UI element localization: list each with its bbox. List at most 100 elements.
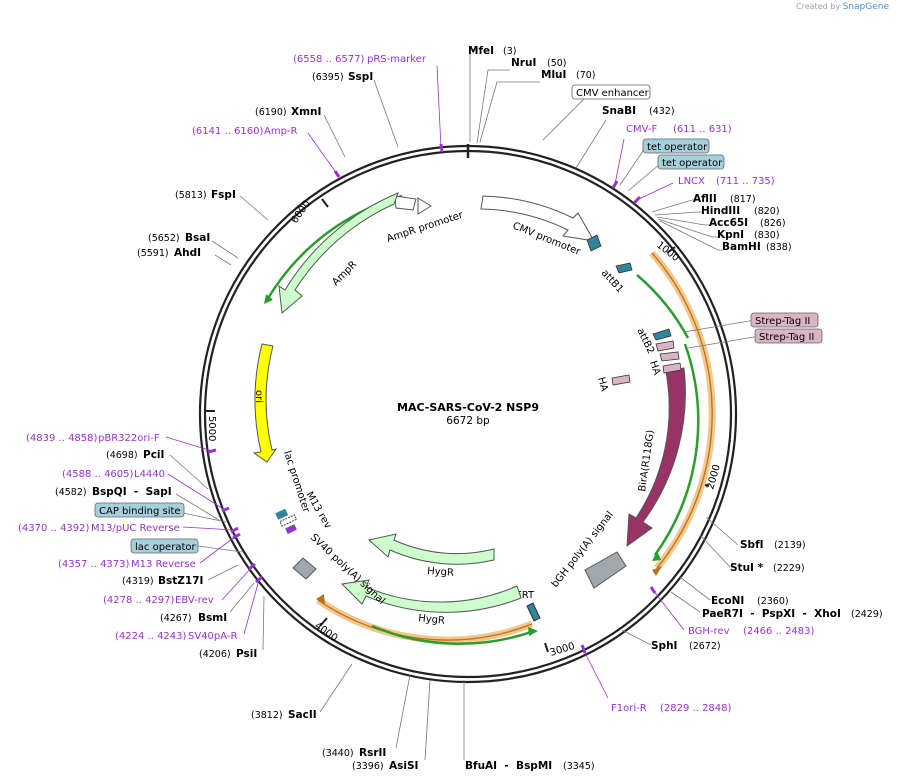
primer-ampr: Amp-R xyxy=(264,126,298,137)
enzyme-sspi-pos: (6395) xyxy=(312,72,344,83)
primer-ebvrev-range: (4278 .. 4297) xyxy=(103,595,175,606)
enzyme-pcii: PciI xyxy=(143,449,164,461)
ampr-label: AmpR xyxy=(330,259,359,288)
hygr-outer-label: HygR xyxy=(418,613,446,627)
sv40-polya[interactable] xyxy=(292,557,317,580)
enzyme-bspqi-pos: (4582) xyxy=(55,487,87,498)
enzyme-pcii-pos: (4698) xyxy=(106,450,138,461)
box-strep-tag-2: Strep-Tag II xyxy=(759,332,814,343)
enzyme-ahdi: AhdI xyxy=(174,247,201,259)
enzyme-paer7i-pos: (2429) xyxy=(851,609,883,620)
enzyme-aflii: AflII xyxy=(693,193,717,205)
enzyme-asisi-pos: (3396) xyxy=(352,761,384,772)
primer-labels: (6558 .. 6577) pRS-marker (6141 .. 6160)… xyxy=(18,54,815,714)
enzyme-psii: PsiI xyxy=(236,648,257,660)
enzyme-nrui: NruI xyxy=(511,57,536,69)
ori-label: ori xyxy=(253,390,264,403)
enzyme-snabi: SnaBI xyxy=(602,105,636,117)
enzyme-paer7i: PaeR7I - PspXI - XhoI xyxy=(702,608,841,620)
enzyme-bsmi: BsmI xyxy=(198,612,227,624)
enzyme-bamhi-pos: (838) xyxy=(766,242,792,253)
primer-lncx-range: (711 .. 735) xyxy=(716,176,775,187)
enzyme-econi-pos: (2360) xyxy=(757,596,789,607)
plasmid-name: MAC-SARS-CoV-2 NSP9 xyxy=(397,401,539,414)
ha-feature-1[interactable] xyxy=(662,362,682,374)
enzyme-acc65i-pos: (826) xyxy=(760,218,786,229)
enzyme-bsai: BsaI xyxy=(185,232,210,244)
primer-leaders xyxy=(165,65,685,699)
snapgene-credit: Created by SnapGene xyxy=(796,2,889,12)
ori-feature[interactable] xyxy=(252,343,278,463)
attb1-feature[interactable] xyxy=(615,262,633,274)
credit-prefix: Created by xyxy=(796,2,841,11)
enzyme-rsrii: RsrII xyxy=(359,747,386,759)
enzyme-bfuai: BfuAI - BspMI xyxy=(465,760,552,772)
frt-label: FRT xyxy=(516,590,535,601)
primer-l4440: L4440 xyxy=(134,469,165,480)
lac-region-marks xyxy=(275,508,298,534)
primer-sv40par-range: (4224 .. 4243) xyxy=(115,631,187,642)
enzyme-acc65i: Acc65I xyxy=(709,217,748,229)
ampr-promoter-label: AmpR promoter xyxy=(386,210,466,245)
enzyme-kpni-pos: (830) xyxy=(754,230,780,241)
primer-bghrev: BGH-rev xyxy=(688,626,730,637)
primer-m13puc: M13/pUC Reverse xyxy=(91,523,180,534)
enzyme-econi: EcoNI xyxy=(711,595,744,607)
ha-label-1: HA xyxy=(647,360,662,377)
ampr-arrow[interactable] xyxy=(278,192,399,314)
enzyme-xmni: XmnI xyxy=(291,106,321,118)
primer-ampr-range: (6141 .. 6160) xyxy=(192,126,264,137)
bira-feature[interactable] xyxy=(626,367,686,548)
bira-label: BirA(R118G) xyxy=(637,429,657,492)
enzyme-sphi-pos: (2672) xyxy=(689,641,721,652)
enzyme-bsmi-pos: (4267) xyxy=(160,613,192,624)
box-cmv-enhancer: CMV enhancer xyxy=(576,88,650,99)
primer-f1orir-range: (2829 .. 2848) xyxy=(660,703,732,714)
primer-sv40par: SV40pA-R xyxy=(188,631,237,642)
enzyme-mfei: MfeI xyxy=(468,45,494,57)
boxed-labels: CMV enhancer tet operator tet operator S… xyxy=(94,84,823,554)
orange-arcs xyxy=(316,250,716,644)
plasmid-length: 6672 bp xyxy=(446,415,490,427)
box-tet-operator-1: tet operator xyxy=(647,142,708,153)
enzyme-mlui: MluI xyxy=(541,69,566,81)
enzyme-bfuai-pos: (3345) xyxy=(563,761,595,772)
ha-feature-2[interactable] xyxy=(611,374,631,386)
enzyme-snabi-pos: (432) xyxy=(649,106,675,117)
attb2-feature[interactable] xyxy=(652,328,680,362)
primer-pbr322orif-range: (4839 .. 4858) xyxy=(26,433,98,444)
enzyme-sphi: SphI xyxy=(651,640,677,652)
enzyme-sacii: SacII xyxy=(288,709,317,721)
enzyme-bspqi: BspQI - SapI xyxy=(92,486,172,498)
bgh-polya[interactable] xyxy=(584,551,627,589)
enzyme-bstz17i-pos: (4319) xyxy=(122,576,154,587)
enzyme-labels: MfeI (3) NruI (50) MluI (70) SnaBI (432)… xyxy=(55,45,883,772)
frt-feature[interactable] xyxy=(526,602,541,622)
ha-label-2: HA xyxy=(595,376,609,393)
enzyme-mlui-pos: (70) xyxy=(576,70,596,81)
hygr-inner-label: HygR xyxy=(427,566,454,579)
enzyme-mfei-pos: (3) xyxy=(503,46,516,57)
ampr-promoter[interactable] xyxy=(394,195,432,215)
enzyme-aflii-pos: (817) xyxy=(730,194,756,205)
hygr-inner[interactable] xyxy=(367,533,495,565)
enzyme-sacii-pos: (3812) xyxy=(251,710,283,721)
snapgene-logo-text: SnapGene xyxy=(842,2,889,12)
box-lac-operator: lac operator xyxy=(135,542,196,553)
enzyme-bamhi: BamHI xyxy=(722,241,761,253)
box-cap-binding-site: CAP binding site xyxy=(99,506,181,517)
hygr-outer[interactable] xyxy=(340,579,522,613)
enzyme-sbfi-pos: (2139) xyxy=(774,540,806,551)
cmv-promoter[interactable] xyxy=(480,195,595,242)
enzyme-stui: StuI * xyxy=(730,562,764,574)
primer-ebvrev: EBV-rev xyxy=(175,595,214,606)
enzyme-hindiii: HindIII xyxy=(701,205,740,217)
primer-f1orir: F1ori-R xyxy=(611,703,647,714)
green-orf-arrows xyxy=(264,194,700,645)
enzyme-nrui-pos: (50) xyxy=(547,58,567,69)
primer-pbr322orif: pBR322ori-F xyxy=(98,433,160,444)
enzyme-psii-pos: (4206) xyxy=(199,649,231,660)
enzyme-kpni: KpnI xyxy=(717,229,744,241)
enzyme-bstz17i: BstZ17I xyxy=(158,575,203,587)
